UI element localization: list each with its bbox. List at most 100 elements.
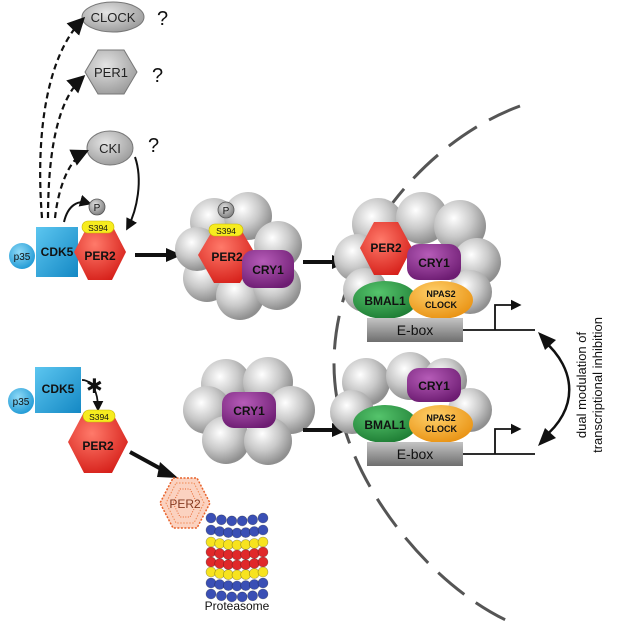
proteasome-subunit (205, 577, 217, 589)
proteasome-subunit (257, 588, 269, 600)
blocked-mark: ✱ (86, 376, 103, 398)
p35-bottom: p35 (8, 388, 34, 414)
arrow-cdk5-to-cki (53, 149, 89, 219)
dual-modulation-arrow (542, 339, 571, 439)
bmal1-top-label: BMAL1 (364, 294, 406, 308)
clock-nucleus-top-label: CLOCK (425, 300, 457, 310)
cry1-nucleus-bottom: CRY1 (407, 368, 461, 402)
bmal1-bottom-label: BMAL1 (364, 418, 406, 432)
proteasome-subunit (247, 590, 258, 602)
degraded-per2-label: PER2 (169, 497, 201, 511)
proteasome-subunit (249, 558, 260, 569)
degraded-per2: PER2 (159, 477, 211, 529)
proteasome-subunit (205, 556, 217, 568)
s394-top-label: S394 (88, 223, 108, 233)
proteasome-subunit (236, 591, 248, 603)
proteasome-subunit (205, 546, 217, 558)
proteasome-subunit (205, 512, 217, 524)
proteasome-subunit (247, 514, 258, 526)
per2-top-label: PER2 (84, 249, 116, 263)
bmal1-bottom: BMAL1 (353, 405, 417, 443)
cry1-cytoplasm-bottom: CRY1 (222, 392, 276, 428)
side-note-line1: dual modulation of (574, 331, 589, 438)
arrow-cdk5-to-phospho (63, 194, 92, 223)
proteasome-label: Proteasome (205, 599, 270, 613)
arrow-cki-to-per2 (126, 156, 140, 231)
s394-cytoplasm-label: S394 (216, 226, 236, 236)
clock-top-label: CLOCK (91, 10, 136, 25)
proteasome-subunit (257, 556, 269, 568)
p35-bottom-label: p35 (13, 397, 30, 408)
proteasome-subunit (249, 526, 260, 537)
s394-bottom-label: S394 (89, 412, 109, 422)
cki-node: CKI (86, 130, 134, 166)
proteasome-subunit (226, 591, 238, 603)
ebox-bottom-label: E-box (397, 446, 434, 462)
per2-bottom-label: PER2 (82, 439, 114, 453)
proteasome-subunit (205, 524, 217, 536)
per2-cytoplasm-label: PER2 (211, 250, 243, 264)
proteasome-subunit (257, 546, 269, 558)
per1-node: PER1 (84, 49, 138, 95)
cki-label: CKI (99, 141, 121, 156)
per2-nucleus: PER2 (360, 222, 412, 275)
proteasome (205, 512, 269, 603)
proteasome-subunit (249, 538, 260, 549)
side-note-line2: transcriptional inhibition (590, 317, 605, 453)
cry1-cytoplasm-bottom-label: CRY1 (233, 404, 265, 418)
promoter-arrow-top (494, 299, 522, 330)
phospho-top: P (88, 198, 106, 216)
cdk5-top-label: CDK5 (41, 245, 74, 259)
npas2-bottom-label: NPAS2 (426, 413, 455, 423)
nuclear-membrane-arc (332, 104, 521, 624)
proteasome-subunit (205, 536, 217, 548)
proteasome-subunit (216, 514, 227, 526)
phospho-top-label: P (94, 203, 101, 214)
per2-bottom: S394 PER2 (68, 409, 128, 473)
proteasome-subunit (257, 524, 269, 536)
per2-nucleus-label: PER2 (370, 241, 402, 255)
phospho-cytoplasm-label: P (223, 206, 230, 217)
cdk5-bottom: CDK5 (35, 367, 81, 413)
clock-node: CLOCK (81, 1, 145, 33)
bmal1-top: BMAL1 (353, 281, 417, 319)
arrow-cdk5-blocked (81, 379, 104, 412)
p35-top-label: p35 (14, 252, 31, 263)
side-note: dual modulation of transcriptional inhib… (574, 317, 605, 453)
ebox-bottom: E-box (367, 442, 463, 466)
per2-cytoplasm: S394 PER2 (198, 223, 256, 283)
proteasome-subunit (249, 579, 260, 590)
arrow-cdk5-to-per1 (46, 75, 86, 219)
cdk5-top: CDK5 (36, 227, 78, 277)
arrow-to-degradation (129, 450, 164, 472)
npas2-top-label: NPAS2 (426, 289, 455, 299)
cdk5-bottom-label: CDK5 (42, 382, 75, 396)
proteasome-subunit (257, 566, 269, 578)
p35-top: p35 (9, 243, 35, 269)
proteasome-subunit (236, 515, 248, 527)
per1-top-label: PER1 (94, 65, 128, 80)
cry1-nucleus-top-label: CRY1 (418, 256, 450, 270)
clock-nucleus-bottom-label: CLOCK (425, 424, 457, 434)
proteasome-subunit (257, 577, 269, 589)
proteasome-subunit (205, 566, 217, 578)
proteasome-subunit (257, 536, 269, 548)
proteasome-subunit (257, 512, 269, 524)
npas2-clock-top: NPAS2 CLOCK (409, 281, 473, 319)
cry1-nucleus-bottom-label: CRY1 (418, 379, 450, 393)
proteasome-subunit (216, 590, 227, 602)
cry1-cytoplasm-top: CRY1 (242, 250, 294, 288)
arrow-cdk5-to-clock (39, 16, 86, 219)
ebox-top: E-box (367, 318, 463, 342)
per2-top: S394 PER2 (74, 220, 126, 280)
question-mark-per1: ? (152, 65, 163, 87)
promoter-arrow-bottom (494, 423, 522, 454)
question-mark-clock: ? (157, 8, 168, 30)
proteasome-subunit (249, 548, 260, 559)
phospho-cytoplasm: P (217, 201, 235, 219)
proteasome-subunit (205, 588, 217, 600)
cry1-nucleus-top: CRY1 (407, 244, 461, 280)
question-mark-cki: ? (148, 135, 159, 157)
